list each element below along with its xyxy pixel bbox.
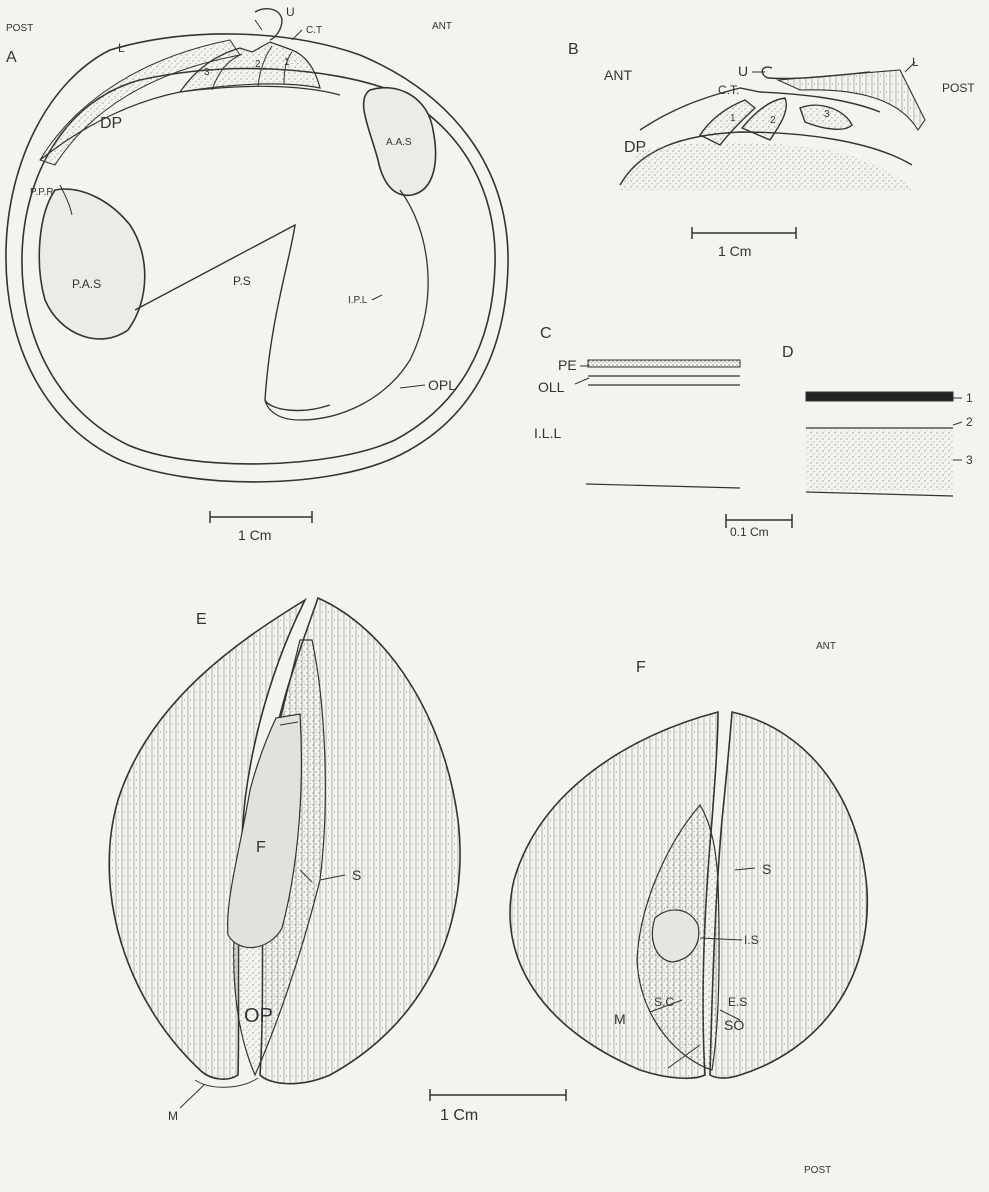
panel-b-label-tooth-1: 1 xyxy=(730,114,736,124)
panel-e-label-siphon: S xyxy=(352,868,361,882)
panel-b-label-umbo: U xyxy=(738,64,748,78)
panel-d-scale-label: 0.1 Cm xyxy=(730,526,769,538)
panel-f-orient-posterior: POST xyxy=(804,1166,831,1176)
panel-a-letter: A xyxy=(6,50,17,66)
panel-e-label-mantle: M xyxy=(168,1110,178,1122)
panel-b-label-tooth-2: 2 xyxy=(770,116,776,126)
pallial-sinus xyxy=(135,225,330,410)
panel-a-label-pas: P.A.S xyxy=(72,278,101,290)
panel-b-ligament xyxy=(778,70,925,130)
panel-d-letter: D xyxy=(782,345,794,361)
panel-c-letter: C xyxy=(540,326,552,342)
panel-a-label-ipl: I.P.L xyxy=(348,296,367,306)
panel-f-label-mantle: M xyxy=(614,1012,626,1026)
panel-f-letter: F xyxy=(636,660,646,676)
panel-b-letter: B xyxy=(568,42,579,58)
panel-a-label-dp: DP xyxy=(100,116,122,132)
panel-f-orient-anterior: ANT xyxy=(816,642,836,652)
panel-c-label-oll: OLL xyxy=(538,380,564,394)
panel-d-drawing xyxy=(806,392,962,496)
panel-a-orient-posterior: POST xyxy=(6,24,33,34)
panel-f-drawing xyxy=(510,712,867,1078)
panel-a-scale-label: 1 Cm xyxy=(238,528,271,542)
panel-b-label-tooth-3: 3 xyxy=(824,110,830,120)
panel-e-letter: E xyxy=(196,612,207,628)
panel-a-label-tooth-2: 2 xyxy=(255,60,261,70)
panel-a-label-ppr: P.P.R xyxy=(30,188,54,198)
posterior-adductor-scar xyxy=(39,189,144,339)
ef-scale-bar xyxy=(430,1089,566,1101)
panel-e-drawing xyxy=(109,598,460,1108)
panel-b-label-dp: DP xyxy=(624,140,646,156)
panel-b-label-ligament: L xyxy=(912,56,919,68)
panel-f-label-sc: S.C xyxy=(654,996,674,1008)
layer-1-band xyxy=(806,392,953,401)
ef-scale-label: 1 Cm xyxy=(440,1108,478,1124)
panel-c-label-ill: I.L.L xyxy=(534,426,561,440)
layer-3-stipple xyxy=(806,430,953,490)
panel-b-orient-anterior: ANT xyxy=(604,68,632,82)
panel-a-label-umbo: U xyxy=(286,6,295,18)
panel-a-scale-bar xyxy=(210,511,312,523)
panel-a-label-cardinal-teeth: C.T xyxy=(306,26,322,36)
panel-a-label-tooth-1: 1 xyxy=(284,58,290,68)
panel-b-scale-bar xyxy=(692,227,796,239)
panel-a-label-opl: OPL xyxy=(428,378,456,392)
inner-pallial-line xyxy=(265,190,428,420)
panel-b-orient-posterior: POST xyxy=(942,82,975,94)
panel-d-layer-3: 3 xyxy=(966,454,973,466)
panel-b-scale-label: 1 Cm xyxy=(718,244,751,258)
panel-e-label-foot: F xyxy=(256,840,266,856)
periostracum-band xyxy=(588,360,740,367)
panel-a-orient-anterior: ANT xyxy=(432,22,452,32)
panel-f-label-is: I.S xyxy=(744,934,759,946)
panel-b-drawing xyxy=(620,67,925,190)
panel-b-label-cardinal-teeth: C.T. xyxy=(718,84,739,96)
panel-d-layer-2: 2 xyxy=(966,416,973,428)
panel-b-dp-fill xyxy=(620,143,912,191)
panel-a-label-tooth-3: 3 xyxy=(204,68,210,78)
panel-a-label-ligament: L xyxy=(118,42,125,54)
panel-a-drawing xyxy=(6,9,508,482)
panel-f-label-so: SO xyxy=(724,1018,744,1032)
panel-a-label-aas: A.A.S xyxy=(386,138,412,148)
panel-c-label-pe: PE xyxy=(558,358,577,372)
panel-c-drawing xyxy=(575,360,740,488)
panel-d-layer-1: 1 xyxy=(966,392,973,404)
panel-f-label-es: E.S xyxy=(728,996,747,1008)
panel-a-label-ps: P.S xyxy=(233,275,251,287)
panel-e-label-opening: OP xyxy=(244,1006,273,1026)
panel-f-label-siphon: S xyxy=(762,862,771,876)
